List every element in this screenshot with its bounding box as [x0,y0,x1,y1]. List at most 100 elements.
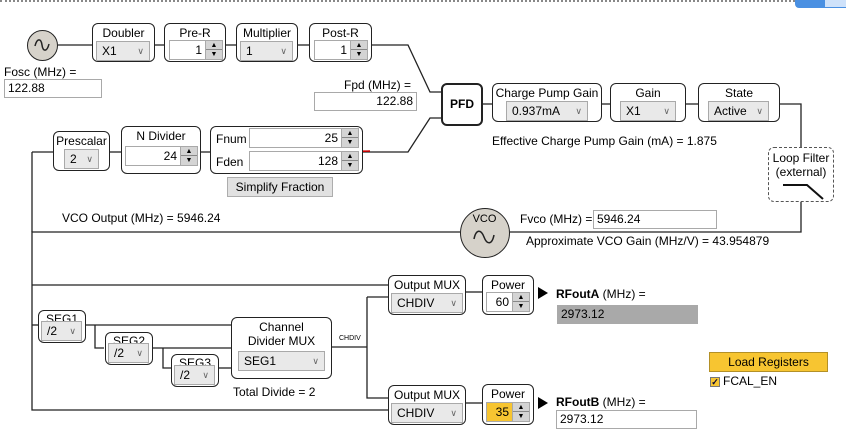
power-b-spinner[interactable]: 35▲▼ [486,402,530,422]
seg2-block: SEG2 /2∨ [105,332,153,365]
power-b-block: Power 35▲▼ [482,384,534,425]
vco-output-label: VCO Output (MHz) = [62,211,174,225]
post-r-spinner[interactable]: 1▲▼ [314,40,368,60]
effective-cp-gain: Effective Charge Pump Gain (mA) = 1.875 [492,134,717,148]
spin-up-icon[interactable]: ▲ [181,147,197,156]
arrow-rfouta [538,287,548,299]
wire-fraction-pfd [363,117,441,153]
channel-mux-select[interactable]: SEG1∨ [238,351,325,371]
seg2-select[interactable]: /2∨ [108,343,149,363]
spin-up-icon[interactable]: ▲ [206,41,222,50]
fden-label: Fden [216,155,244,169]
pre-r-spinner[interactable]: 1 ▲▼ [169,40,223,60]
chevron-down-icon: ∨ [137,46,144,56]
prescalar-block: Prescalar 2∨ [53,131,110,171]
output-mux-a-select[interactable]: CHDIV∨ [391,293,463,313]
fcal-en-checkbox[interactable]: ✓ [710,377,720,387]
doubler-title: Doubler [102,26,145,40]
spin-down-icon[interactable]: ▼ [210,51,218,58]
rfouta-label: RFoutA (MHz) = [556,287,646,301]
output-mux-a-value: CHDIV [397,296,435,310]
arrow-rfoutb [538,397,548,409]
pfd-block: PFD [441,83,483,126]
loop-filter-block: Loop Filter (external) [768,147,834,202]
chevron-down-icon: ∨ [756,106,763,116]
seg1-select[interactable]: /2 ∨ [41,321,82,341]
top-dotted-border [0,0,795,4]
fnum-value: 25 [324,131,338,145]
rfouta-label-unit: (MHz) = [599,287,646,301]
simplify-fraction-button[interactable]: Simplify Fraction [227,177,333,197]
seg3-select[interactable]: /2∨ [174,365,215,385]
output-mux-b-select[interactable]: CHDIV∨ [391,403,463,423]
fnum-label: Fnum [216,132,247,146]
spin-down-icon[interactable]: ▼ [346,162,354,169]
power-a-title: Power [490,278,525,292]
chevron-down-icon: ∨ [312,356,319,366]
chevron-down-icon: ∨ [86,154,93,164]
wire-seg2-seg3 [162,348,171,369]
power-b-title: Power [490,387,525,401]
seg3-block: SEG3 /2∨ [171,354,219,387]
channel-mux-title-2: Divider MUX [247,334,316,348]
spin-up-icon[interactable]: ▲ [513,293,529,302]
charge-pump-value: 0.937mA [512,104,561,118]
wire-loop-vco [510,202,802,233]
rfoutb-input[interactable]: 2973.12 [556,410,697,429]
rfoutb-label: RFoutB (MHz) = [556,395,646,409]
spin-up-icon[interactable]: ▲ [342,129,358,138]
power-a-spinner[interactable]: 60▲▼ [486,292,530,312]
seg1-value: /2 [47,324,58,338]
state-value: Active [714,104,747,118]
chevron-down-icon: ∨ [280,46,287,56]
doubler-value: X1 [102,44,117,58]
charge-pump-select[interactable]: 0.937mA∨ [506,101,588,121]
doubler-block: Doubler X1 ∨ [92,23,155,62]
spin-down-icon[interactable]: ▼ [185,157,193,164]
multiplier-select[interactable]: 1∨ [240,41,293,61]
spin-up-icon[interactable]: ▲ [351,41,367,50]
total-divide-value: 2 [308,385,316,399]
pre-r-title: Pre-R [179,26,211,40]
channel-mux-title-1: Channel [259,320,304,334]
spin-down-icon[interactable]: ▼ [517,413,525,420]
effective-cp-value: 1.875 [686,134,717,148]
n-divider-spinner[interactable]: 24▲▼ [125,146,198,166]
post-r-block: Post-R 1▲▼ [309,23,372,62]
prescalar-select[interactable]: 2∨ [64,149,99,169]
channel-divider-mux-block: Channel Divider MUX SEG1∨ [231,317,332,379]
seg2-value: /2 [114,346,125,360]
multiplier-title: Multiplier [242,26,291,40]
spin-down-icon[interactable]: ▼ [355,51,363,58]
spin-up-icon[interactable]: ▲ [513,403,529,412]
output-mux-a-block: Output MUX CHDIV∨ [388,275,466,315]
fosc-input[interactable]: 122.88 [4,79,102,98]
doubler-select[interactable]: X1 ∨ [96,41,150,61]
load-registers-button[interactable]: Load Registers [709,352,828,372]
fnum-spinner[interactable]: 25 ▲▼ [249,128,359,148]
top-right-control-extension[interactable] [825,0,846,7]
state-select[interactable]: Active ∨ [708,101,769,121]
reference-oscillator-icon [27,30,58,61]
chevron-down-icon: ∨ [69,326,76,336]
pre-r-value: 1 [195,43,202,57]
n-divider-title: N Divider [136,129,186,143]
top-right-control[interactable] [795,0,846,8]
fvco-label: Fvco (MHz) = [520,212,593,226]
vco-icon: VCO [460,208,510,258]
fden-value: 128 [317,154,338,168]
vco-gain-label: Approximate VCO Gain (MHz/V) = [526,234,710,248]
spin-up-icon[interactable]: ▲ [342,152,358,161]
spin-down-icon[interactable]: ▼ [346,139,354,146]
spin-down-icon[interactable]: ▼ [517,303,525,310]
fvco-input[interactable]: 5946.24 [593,210,717,229]
gain-multiplier-select[interactable]: X1∨ [620,101,676,121]
post-r-title: Post-R [322,26,359,40]
prescalar-value: 2 [70,152,77,166]
wire-chdiv-split [366,297,388,399]
output-mux-b-value: CHDIV [397,406,435,420]
multiplier-block: Multiplier 1∨ [236,23,298,62]
fden-spinner[interactable]: 128 ▲▼ [249,151,359,171]
chevron-down-icon: ∨ [663,106,670,116]
